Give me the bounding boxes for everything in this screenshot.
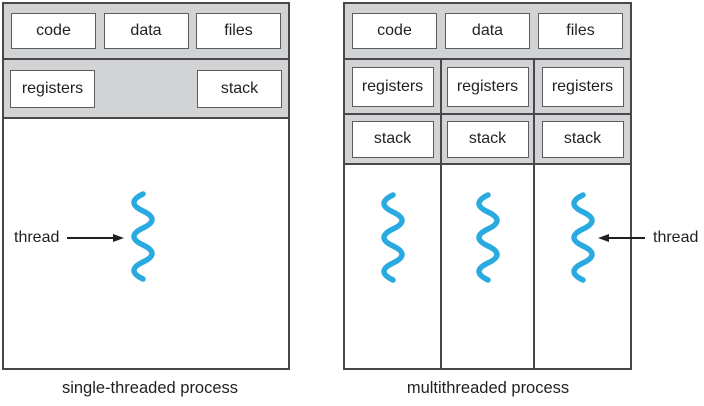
stack-row: stack (535, 115, 630, 165)
right-code-data-files-row: code data files (345, 4, 630, 60)
left-caption: single-threaded process (61, 379, 239, 397)
files-box: files (196, 13, 281, 49)
code-box: code (11, 13, 96, 49)
thread-column-1: registers stack (345, 60, 442, 368)
files-box: files (538, 13, 623, 49)
stack-box: stack (541, 120, 624, 158)
thread-label: thread (14, 228, 60, 246)
left-registers-stack-row: registers stack (4, 60, 288, 119)
stack-box: stack (197, 69, 282, 108)
registers-box: registers (446, 66, 529, 107)
thread-squiggle-icon (570, 192, 595, 283)
stack-row: stack (442, 115, 533, 165)
data-box: data (103, 13, 189, 49)
right-thread-pointer: thread (598, 228, 698, 247)
registers-box: registers (351, 66, 434, 107)
thread-area-2 (442, 165, 533, 368)
right-caption: multithreaded process (406, 379, 570, 397)
thread-column-2: registers stack (442, 60, 535, 368)
stack-box: stack (446, 120, 529, 158)
multithreaded-process-diagram: code data files registers stack (343, 2, 632, 370)
thread-squiggle-icon (131, 191, 155, 282)
single-threaded-process-diagram: code data files registers stack (2, 2, 290, 370)
thread-area-3 (535, 165, 630, 368)
thread-squiggle-icon (475, 192, 500, 283)
registers-row: registers (345, 60, 440, 115)
code-box: code (352, 13, 437, 49)
thread-label: thread (653, 228, 699, 246)
arrow-line (609, 236, 645, 239)
registers-row: registers (535, 60, 630, 115)
registers-row: registers (442, 60, 533, 115)
right-arrow-icon (113, 233, 125, 242)
thread-area-1 (345, 165, 440, 368)
thread-squiggle-icon (380, 192, 405, 283)
thread-columns: registers stack registers stack (345, 60, 630, 368)
stack-row: stack (345, 115, 440, 165)
left-code-data-files-row: code data files (4, 4, 288, 60)
data-box: data (445, 13, 530, 49)
registers-box: registers (541, 66, 624, 107)
thread-column-3: registers stack (535, 60, 630, 368)
stack-box: stack (351, 120, 434, 158)
registers-box: registers (10, 69, 95, 108)
left-thread-pointer: thread (14, 228, 125, 247)
left-arrow-icon (598, 233, 609, 242)
arrow-line (67, 236, 114, 239)
